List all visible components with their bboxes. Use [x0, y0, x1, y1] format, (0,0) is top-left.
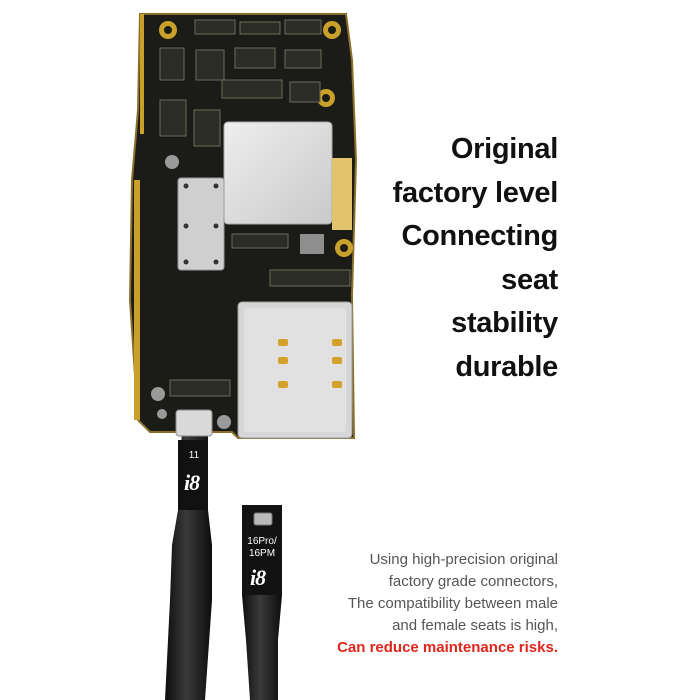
left-cable-model-label: 11: [188, 450, 200, 461]
right-cable-model-label-1: 16Pro/: [247, 536, 277, 547]
headline: Original factory level Connecting seat s…: [392, 128, 559, 389]
right-cable-logo: i8: [250, 565, 266, 590]
right-cable-model-label-2: 16PM: [248, 548, 276, 559]
headline-line-3: Connecting: [401, 220, 559, 252]
left-cable-logo: i8: [184, 470, 200, 495]
description-line-3: The compatibility between male: [347, 595, 558, 612]
logic-board: [128, 13, 358, 439]
headline-line-6: durable: [455, 350, 558, 383]
left-cable: [165, 428, 212, 700]
headline-line-4: seat: [501, 263, 558, 296]
headline-line-5: stability: [451, 307, 558, 339]
description-line-1: Using high-precision original: [369, 551, 558, 568]
description-line-4: and female seats is high,: [392, 617, 558, 634]
description: Using high-precision original factory gr…: [337, 549, 558, 659]
headline-line-2: factory level: [392, 176, 559, 209]
description-line-2: factory grade connectors,: [388, 573, 558, 590]
headline-line-1: Original: [450, 133, 558, 165]
right-cable: [242, 505, 282, 700]
description-highlight: Can reduce maintenance risks.: [337, 639, 558, 656]
